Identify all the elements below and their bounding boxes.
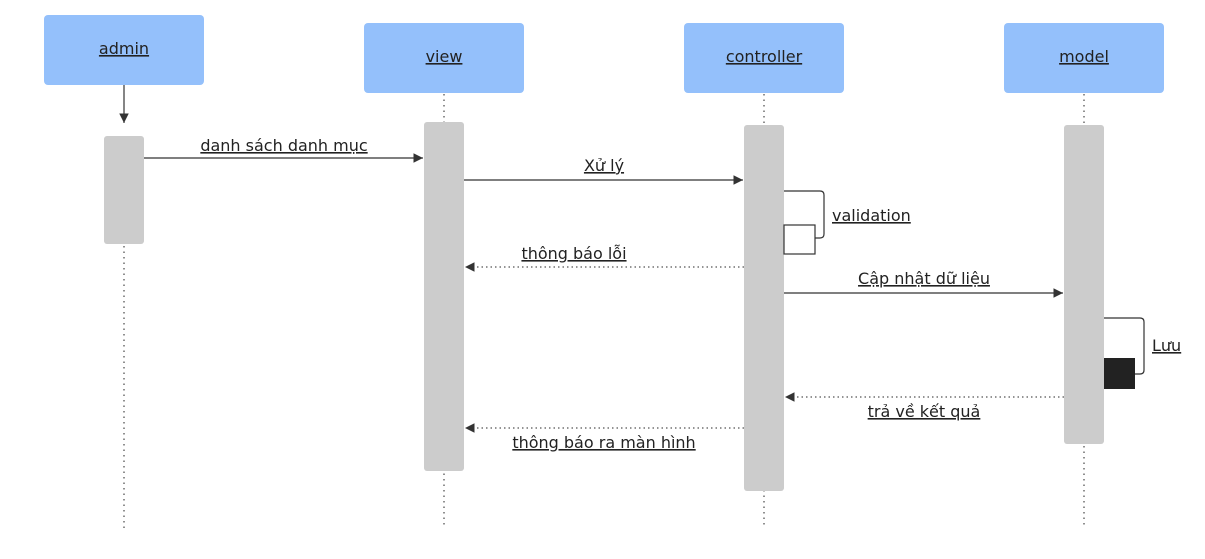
- participant-model-label: model: [1059, 47, 1109, 66]
- participant-admin-label: admin: [99, 39, 149, 58]
- participant-admin: admin: [44, 15, 204, 85]
- message-5: Cập nhật dữ liệu: [784, 269, 1063, 298]
- activation-admin: [104, 136, 144, 244]
- validation-activation-box: [783, 224, 816, 255]
- message-7: trả về kết quả: [785, 392, 1064, 421]
- message-3-loop: [784, 190, 825, 239]
- message-4: thông báo lỗi: [465, 244, 744, 272]
- message-2-label: Xử lý: [584, 156, 624, 175]
- message-6: Lưu: [1104, 317, 1181, 389]
- activation-model: [1064, 125, 1104, 444]
- message-6-loop: [1104, 317, 1145, 375]
- participant-controller: controller: [684, 23, 844, 93]
- message-6-label: Lưu: [1152, 336, 1181, 355]
- message-1-label: danh sách danh mục: [200, 136, 367, 155]
- message-8: thông báo ra màn hình: [465, 423, 744, 452]
- message-1: danh sách danh mục: [144, 136, 423, 163]
- participant-view: view: [364, 23, 524, 93]
- message-5-label: Cập nhật dữ liệu: [858, 269, 990, 288]
- activation-view: [424, 122, 464, 471]
- save-activation-box: [1104, 358, 1135, 389]
- message-4-label: thông báo lỗi: [521, 244, 626, 263]
- message-3: validation: [783, 190, 911, 255]
- participant-view-label: view: [426, 47, 463, 66]
- message-2: Xử lý: [464, 156, 743, 185]
- message-3-label: validation: [832, 206, 911, 225]
- participant-model: model: [1004, 23, 1164, 93]
- activation-controller: [744, 125, 784, 491]
- message-7-label: trả về kết quả: [868, 402, 981, 421]
- message-8-label: thông báo ra màn hình: [512, 433, 695, 452]
- participant-controller-label: controller: [726, 47, 803, 66]
